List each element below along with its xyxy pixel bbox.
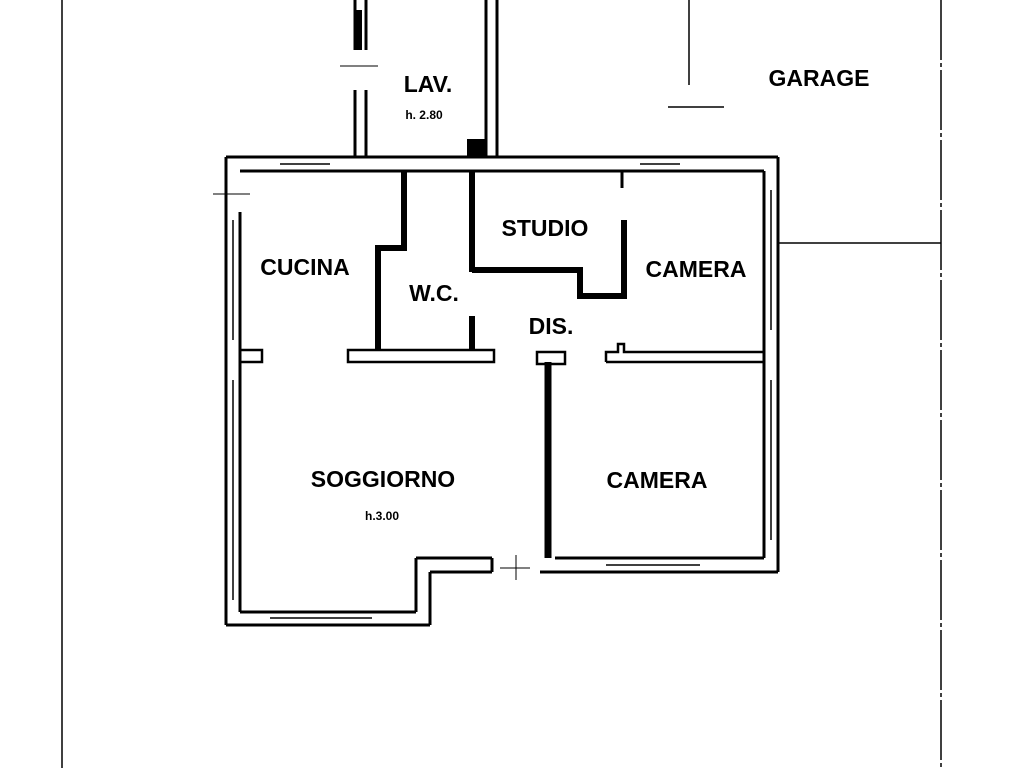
room-label-studio: STUDIO — [502, 215, 589, 241]
room-label-soggiorno: SOGGIORNO — [311, 466, 455, 492]
laundry-column — [467, 139, 487, 157]
room-height-lavanderia: h. 2.80 — [405, 108, 443, 122]
room-label-cucina: CUCINA — [260, 254, 349, 280]
interior-walls — [238, 171, 764, 558]
laundry-door-jamb — [355, 10, 362, 50]
windows — [232, 163, 772, 619]
room-label-wc: W.C. — [409, 280, 459, 306]
room-label-disimpegno: DIS. — [529, 313, 574, 339]
room-height-soggiorno: h.3.00 — [365, 509, 399, 523]
room-label-camera-1: CAMERA — [646, 256, 747, 282]
room-label-lavanderia: LAV. — [404, 71, 453, 97]
outer-walls — [224, 155, 780, 627]
room-label-camera-2: CAMERA — [607, 467, 708, 493]
property-boundary — [61, 0, 942, 768]
room-label-garage: GARAGE — [769, 65, 870, 91]
